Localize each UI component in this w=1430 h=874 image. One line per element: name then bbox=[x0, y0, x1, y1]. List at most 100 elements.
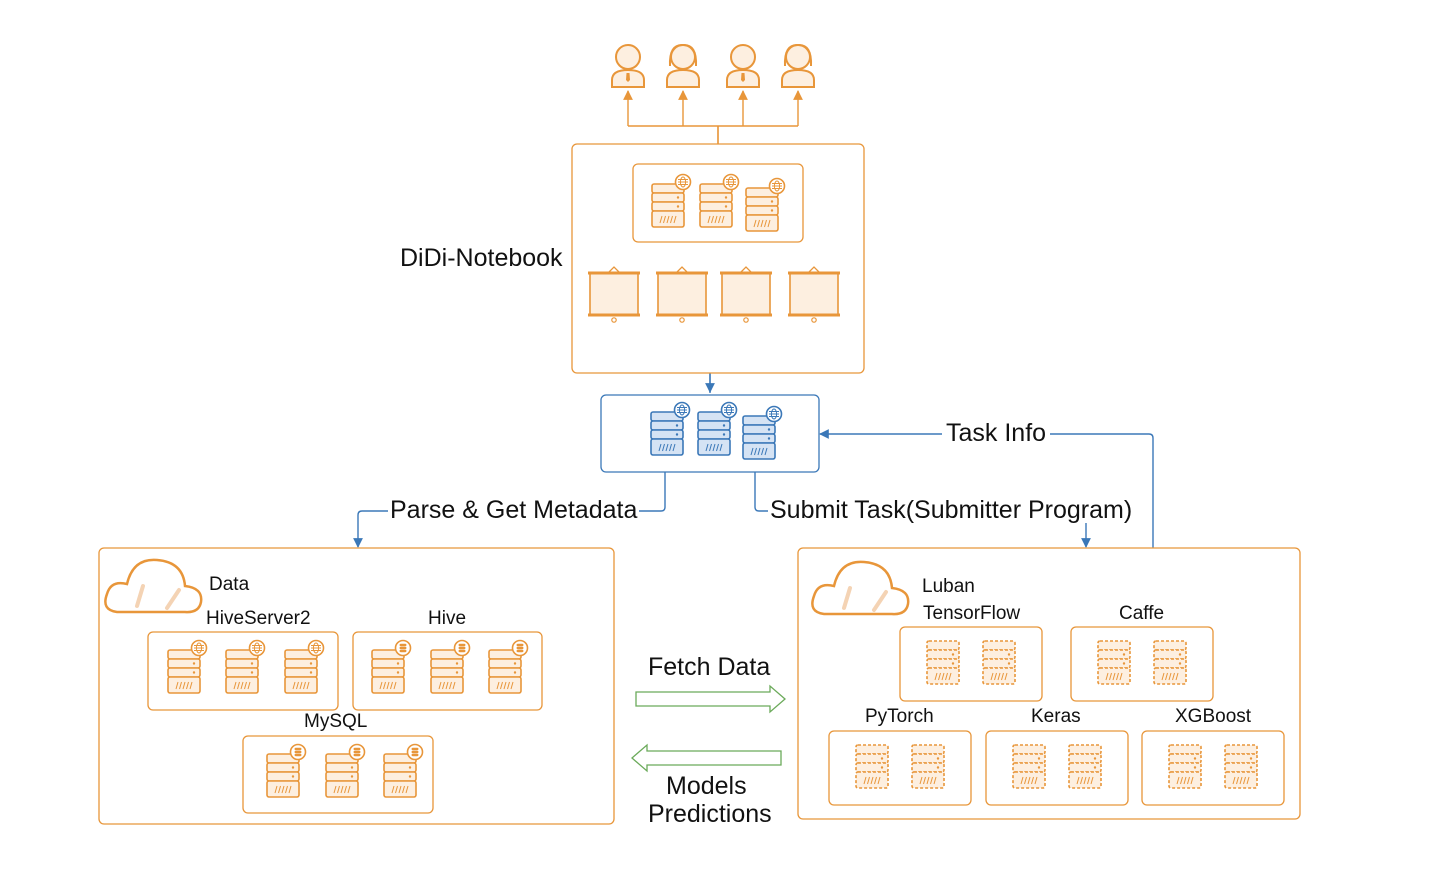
server-hatch bbox=[707, 215, 711, 224]
server-slot bbox=[926, 658, 960, 669]
database-disk bbox=[411, 747, 419, 751]
server-hatch bbox=[292, 681, 296, 690]
server-hatch bbox=[718, 215, 721, 224]
server-hatch bbox=[994, 672, 997, 681]
task-info-line bbox=[819, 429, 1154, 548]
server-led bbox=[1193, 757, 1197, 760]
server-hatch bbox=[1034, 776, 1038, 785]
server-hatch bbox=[754, 447, 757, 456]
server-slot bbox=[650, 429, 684, 440]
server-hatch bbox=[1020, 776, 1024, 785]
server-led bbox=[250, 662, 254, 665]
server-led bbox=[676, 196, 680, 199]
server-hatch bbox=[1232, 776, 1236, 785]
database-disk bbox=[399, 646, 407, 650]
server-led bbox=[455, 671, 459, 674]
container-server-icon bbox=[1012, 744, 1046, 789]
server-hatch bbox=[1161, 672, 1165, 681]
notebook-panel-icon bbox=[788, 266, 840, 323]
cloud-icon bbox=[811, 560, 910, 616]
server-hatch bbox=[281, 785, 285, 794]
server-hatch bbox=[395, 785, 398, 794]
data-server-icon bbox=[266, 743, 307, 798]
server-led bbox=[951, 662, 955, 665]
server-hatch bbox=[391, 785, 395, 794]
data-server-icon bbox=[284, 639, 325, 694]
server-hatch bbox=[1187, 776, 1190, 785]
gateway-server-icon bbox=[742, 405, 783, 460]
user-icon bbox=[611, 44, 645, 88]
server-slot bbox=[742, 424, 776, 435]
luban-group-pytorch bbox=[828, 730, 972, 806]
container-server-icon bbox=[855, 744, 889, 789]
server-slot bbox=[911, 753, 945, 764]
server-hatch bbox=[189, 681, 193, 690]
server-hatch bbox=[1083, 776, 1087, 785]
container-server-icon bbox=[926, 640, 960, 685]
server-hatch bbox=[1080, 776, 1083, 785]
server-hatch bbox=[662, 443, 665, 452]
notebook-server-icon bbox=[651, 173, 692, 228]
group-label-tensorflow: TensorFlow bbox=[923, 603, 1021, 624]
server-slot bbox=[651, 192, 685, 203]
server-led bbox=[513, 662, 517, 665]
server-hatch bbox=[867, 776, 870, 785]
screen-part bbox=[721, 272, 771, 316]
server-slot bbox=[699, 192, 733, 203]
server-led bbox=[408, 766, 412, 769]
server-hatch bbox=[716, 443, 719, 452]
notebook-panel-icon bbox=[720, 266, 772, 323]
server-hatch bbox=[186, 681, 189, 690]
server-led bbox=[770, 209, 774, 212]
server-hatch bbox=[757, 447, 761, 456]
server-hatch bbox=[863, 776, 867, 785]
server-hatch bbox=[934, 672, 938, 681]
server-hatch bbox=[1165, 672, 1168, 681]
server-led bbox=[880, 766, 884, 769]
server-hatch bbox=[1246, 776, 1250, 785]
server-hatch bbox=[398, 785, 402, 794]
group-label-hiveserver2: HiveServer2 bbox=[206, 608, 311, 629]
server-hatch bbox=[764, 447, 768, 456]
server-hatch bbox=[1112, 672, 1116, 681]
server-hatch bbox=[1027, 776, 1031, 785]
server-led bbox=[880, 757, 884, 760]
server-led bbox=[936, 757, 940, 760]
server-hatch bbox=[496, 681, 500, 690]
container-server-icon bbox=[911, 744, 945, 789]
database-disk bbox=[294, 753, 302, 757]
server-led bbox=[350, 766, 354, 769]
server-hatch bbox=[1119, 672, 1123, 681]
database-disk bbox=[353, 753, 361, 757]
server-hatch bbox=[438, 681, 442, 690]
group-label-keras: Keras bbox=[1031, 706, 1081, 727]
server-slot bbox=[650, 420, 684, 431]
server-hatch bbox=[337, 785, 340, 794]
screen-part bbox=[611, 317, 617, 323]
database-disk bbox=[516, 643, 524, 647]
server-hatch bbox=[945, 672, 948, 681]
cloud-shine bbox=[165, 588, 181, 610]
server-slot bbox=[911, 744, 945, 755]
server-hatch bbox=[503, 681, 507, 690]
server-slot bbox=[926, 649, 960, 660]
predictions-label: Predictions bbox=[648, 800, 772, 828]
group-label-caffe: Caffe bbox=[1119, 603, 1165, 624]
database-disk bbox=[294, 750, 302, 754]
server-led bbox=[724, 196, 728, 199]
server-slot bbox=[855, 753, 889, 764]
luban-cluster-title: Luban bbox=[922, 576, 975, 597]
server-hatch bbox=[1190, 776, 1194, 785]
user-hair bbox=[783, 43, 813, 67]
server-led bbox=[1037, 757, 1041, 760]
server-hatch bbox=[247, 681, 251, 690]
server-slot bbox=[284, 658, 318, 669]
server-led bbox=[455, 662, 459, 665]
server-led bbox=[936, 766, 940, 769]
server-hatch bbox=[719, 443, 723, 452]
tie-icon bbox=[626, 73, 630, 82]
server-hatch bbox=[179, 681, 182, 690]
models-predictions-arrow bbox=[631, 743, 782, 773]
server-hatch bbox=[750, 447, 754, 456]
server-hatch bbox=[673, 215, 677, 224]
